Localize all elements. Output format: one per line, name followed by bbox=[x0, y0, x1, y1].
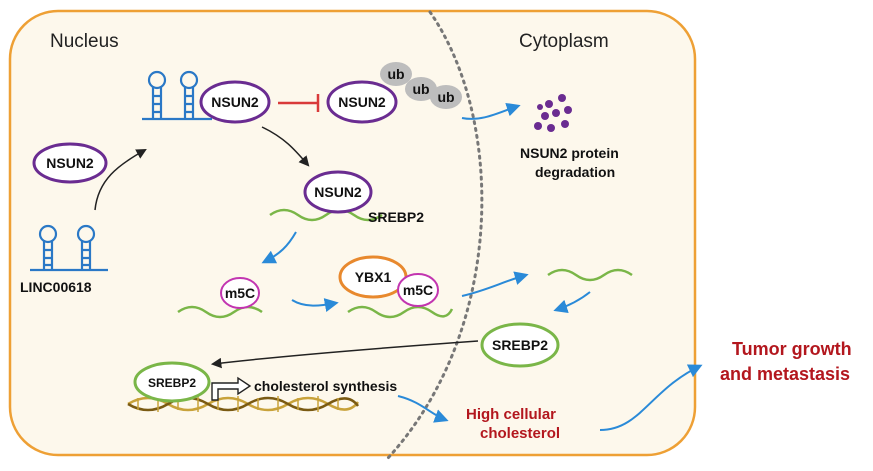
nsun2-free: NSUN2 bbox=[32, 142, 108, 184]
complex-hairpin-icon bbox=[142, 70, 212, 121]
ubiquitin-icon: ub ub ub bbox=[380, 62, 462, 109]
ybx1-protein: YBX1 bbox=[338, 255, 408, 299]
srebp2-bound: SREBP2 bbox=[133, 361, 211, 403]
srebp2-gene-label: SREBP2 bbox=[368, 209, 424, 225]
binding-arrow bbox=[94, 148, 147, 211]
ybx1-binding-arrow bbox=[291, 298, 339, 312]
degradation-arrow bbox=[461, 102, 521, 120]
svg-text:ub: ub bbox=[412, 81, 429, 97]
inhibition-arrow bbox=[278, 94, 320, 112]
srebp2-mrna bbox=[269, 208, 383, 222]
tumor-growth-line2: and metastasis bbox=[720, 364, 850, 384]
ybx1-mrna bbox=[347, 305, 454, 319]
svg-text:ub: ub bbox=[387, 66, 404, 82]
cytoplasm-label: Cytoplasm bbox=[519, 31, 609, 52]
svg-text:m5C: m5C bbox=[225, 285, 255, 301]
translation-arrow bbox=[553, 291, 591, 314]
svg-text:YBX1: YBX1 bbox=[355, 269, 392, 285]
tumor-growth-line1: Tumor growth bbox=[732, 339, 852, 359]
svg-text:NSUN2: NSUN2 bbox=[46, 155, 94, 171]
cytoplasm-mrna bbox=[547, 268, 633, 282]
cholesterol-synthesis-label: cholesterol synthesis bbox=[254, 378, 397, 394]
svg-text:NSUN2: NSUN2 bbox=[314, 184, 362, 200]
nuclear-envelope bbox=[386, 10, 484, 460]
lnc-label: LINC00618 bbox=[20, 279, 92, 295]
svg-text:SREBP2: SREBP2 bbox=[148, 376, 196, 390]
cholesterol-arrow bbox=[397, 395, 449, 423]
methylation-arrow bbox=[261, 231, 297, 264]
svg-text:NSUN2: NSUN2 bbox=[338, 94, 386, 110]
svg-text:NSUN2: NSUN2 bbox=[211, 94, 259, 110]
svg-text:SREBP2: SREBP2 bbox=[492, 337, 548, 353]
m5c-mark: m5C bbox=[220, 277, 260, 309]
transcription-arrow-icon bbox=[211, 376, 252, 401]
svg-text:ub: ub bbox=[437, 89, 454, 105]
tumor-arrow bbox=[599, 364, 703, 431]
high-cholesterol-line2: cholesterol bbox=[480, 425, 560, 442]
high-cholesterol-line1: High cellular bbox=[466, 406, 556, 423]
dna-helix-icon bbox=[127, 396, 360, 412]
nsun2-complex: NSUN2 bbox=[199, 80, 271, 124]
nsun2-on-mrna: NSUN2 bbox=[303, 170, 373, 214]
nucleus-label: Nucleus bbox=[50, 31, 119, 52]
degradation-dots-icon bbox=[534, 94, 572, 132]
export-arrow bbox=[461, 271, 529, 297]
lnc-hairpin-icon bbox=[30, 224, 108, 272]
m5c-mark-ybx1: m5C bbox=[397, 273, 439, 307]
srebp2-protein: SREBP2 bbox=[480, 322, 560, 368]
nsun2-to-mrna-arrow bbox=[261, 126, 310, 167]
nsun2-ubiquitinated: NSUN2 bbox=[326, 80, 398, 124]
nuclear-import-arrow bbox=[210, 340, 479, 369]
degradation-label-line1: NSUN2 protein bbox=[520, 145, 619, 161]
degradation-label-line2: degradation bbox=[535, 164, 615, 180]
svg-text:m5C: m5C bbox=[403, 282, 433, 298]
